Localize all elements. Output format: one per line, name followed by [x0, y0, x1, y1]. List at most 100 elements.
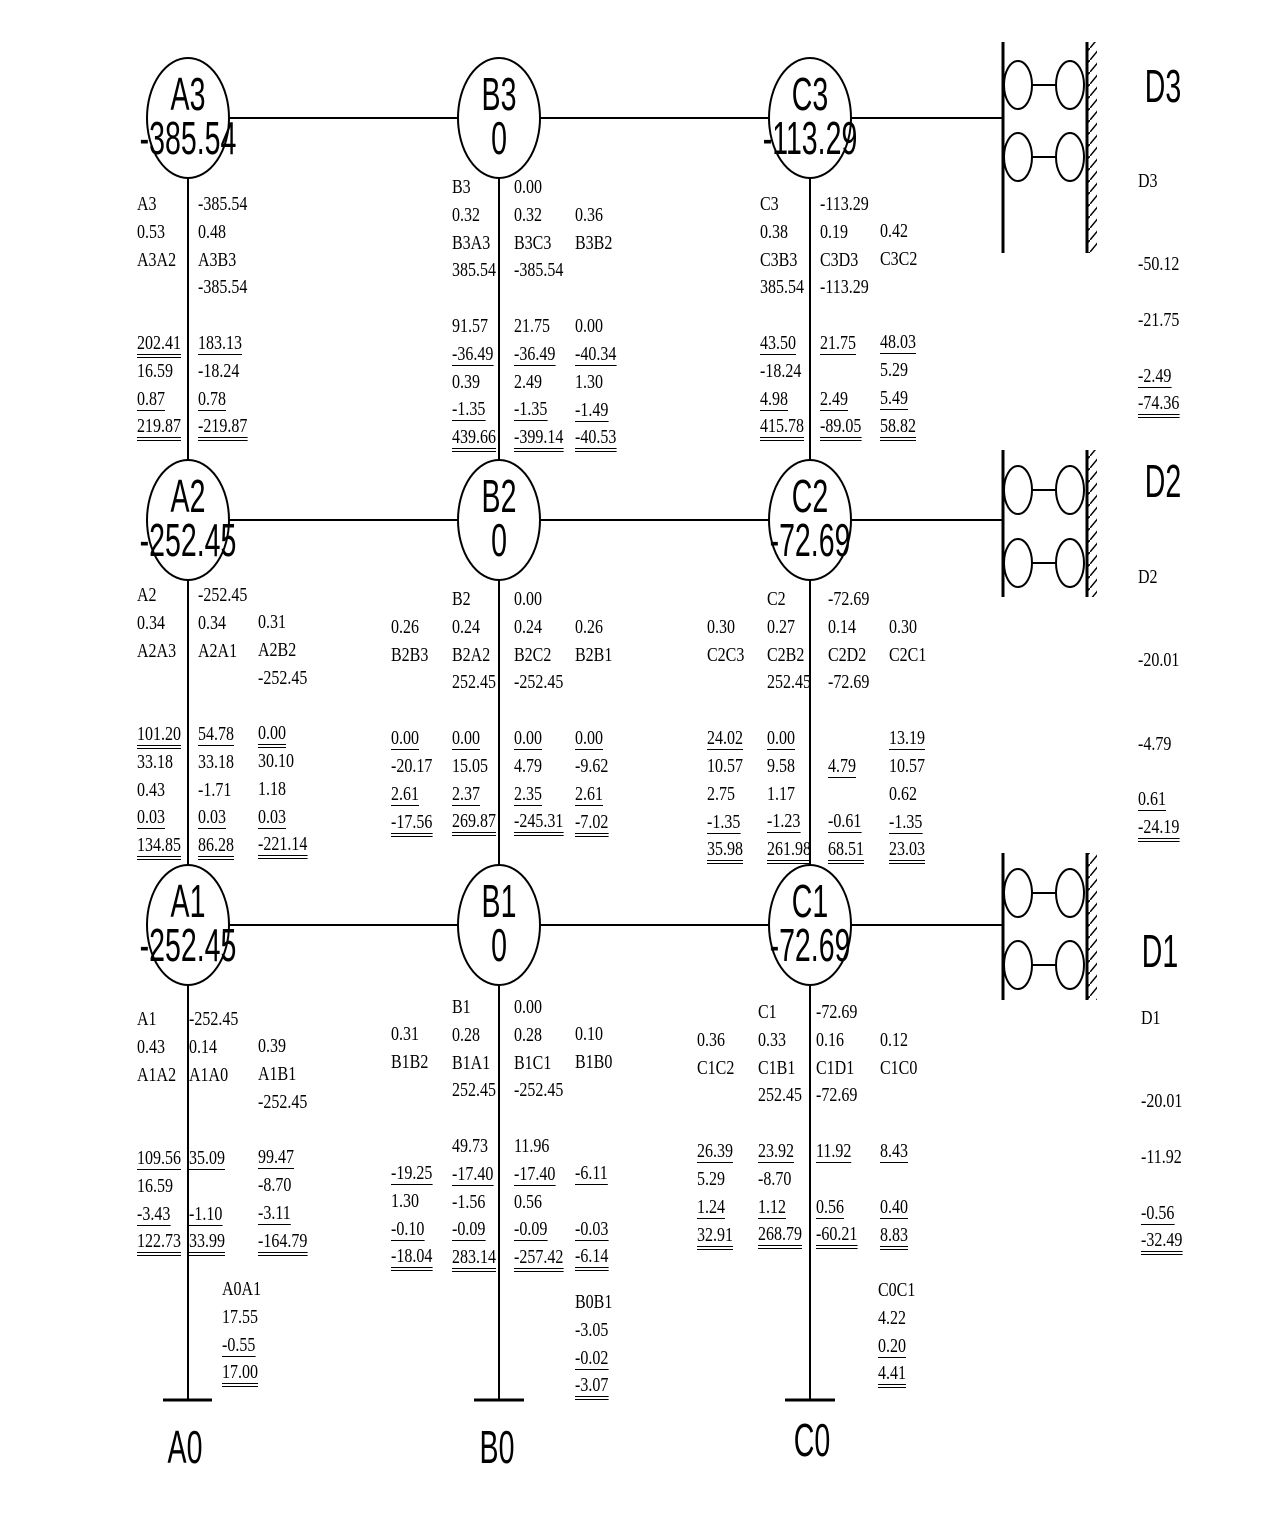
moment-value: -50.12: [1138, 253, 1180, 276]
moment-value: 2.37: [452, 782, 480, 806]
moment-value: -20.17: [391, 754, 433, 777]
joint-value: 0: [491, 515, 507, 567]
moment-value: 1.30: [575, 370, 603, 393]
moment-value: 21.75: [820, 331, 856, 355]
final-moment-value: -32.49: [1141, 1229, 1183, 1256]
moment-value: 5.49: [880, 386, 908, 410]
moment-column-d1-1: D1-20.01-11.92-0.56-32.49: [1141, 1005, 1183, 1256]
moment-value: C2C1: [889, 643, 927, 666]
final-moment-value: -24.19: [1138, 816, 1180, 843]
joint-node-c3: C3-113.29: [763, 57, 857, 179]
moment-value: 0.42: [880, 220, 908, 242]
final-moment-value: 17.00: [222, 1361, 258, 1388]
moment-value: C3: [760, 193, 779, 215]
moment-value: 4.98: [760, 387, 788, 411]
moment-value: D2: [1138, 566, 1158, 588]
moment-value: 0.61: [1138, 788, 1166, 812]
support-label-d1: D1: [1142, 926, 1178, 978]
moment-value: 0.26: [391, 616, 419, 638]
base-label-c0: C0: [794, 1415, 830, 1467]
joint-label: A3: [171, 69, 206, 121]
moment-value: 0.00: [514, 726, 542, 750]
moment-value: 0.34: [198, 611, 226, 634]
moment-value: -3.11: [258, 1201, 291, 1225]
moment-value: 0.32: [452, 203, 480, 226]
joint-value: -72.69: [770, 515, 851, 567]
joint-label: C3: [792, 69, 828, 121]
final-moment-value: 268.79: [758, 1223, 802, 1250]
moment-value: -0.56: [1141, 1201, 1175, 1225]
joint-circle: [146, 459, 230, 581]
moment-column-d3-1: D3-50.12-21.75-2.49-74.36: [1138, 168, 1180, 419]
moment-value: -6.11: [575, 1161, 608, 1185]
moment-value: A2B2: [258, 638, 297, 661]
joint-value: 0: [491, 113, 507, 165]
moment-value: -252.45: [514, 671, 564, 694]
moment-value: -72.69: [816, 1084, 858, 1107]
final-moment-value: -89.05: [820, 415, 862, 442]
moment-value: 0.00: [452, 726, 480, 750]
moment-value: A3A2: [137, 248, 177, 271]
moment-value: 8.43: [880, 1140, 908, 1164]
moment-value: 0.19: [820, 220, 848, 243]
moment-value: -1.10: [189, 1202, 223, 1226]
joint-circle: [146, 864, 230, 986]
moment-value: 13.19: [889, 727, 925, 751]
moment-value: 252.45: [758, 1084, 802, 1107]
moment-value: -1.49: [575, 398, 609, 422]
moment-value: C1C0: [880, 1056, 918, 1079]
moment-value: 21.75: [514, 314, 550, 337]
moment-value: 1.30: [391, 1189, 419, 1212]
joint-label: B2: [482, 471, 517, 523]
joint-circle: [457, 459, 541, 581]
moment-value: 24.02: [707, 727, 743, 751]
moment-value: 33.18: [137, 750, 173, 773]
moment-value: B3: [452, 176, 471, 198]
moment-value: -17.40: [452, 1162, 494, 1186]
moment-value: C1: [758, 1001, 777, 1023]
final-moment-value: -3.07: [575, 1374, 609, 1401]
moment-value: B1: [452, 996, 471, 1018]
moment-value: B1A1: [452, 1051, 491, 1074]
joint-label: A2: [171, 471, 206, 523]
moment-value: 0.43: [137, 778, 165, 801]
moment-value: -0.03: [575, 1217, 609, 1241]
moment-value: B2A2: [452, 643, 491, 666]
moment-value: B1C1: [514, 1051, 552, 1074]
moment-value: 16.59: [137, 1174, 173, 1197]
moment-value: C1B1: [758, 1056, 796, 1079]
moment-value: 2.49: [514, 370, 542, 393]
final-moment-value: 202.41: [137, 332, 181, 358]
final-moment-value: 439.66: [452, 426, 496, 453]
joint-node-b2: B20: [457, 459, 541, 581]
moment-value: 385.54: [760, 276, 804, 299]
moment-column-b0b1: B0B1-3.05-0.02-3.07: [575, 1289, 612, 1401]
moment-value: 0.03: [198, 806, 226, 830]
final-moment-value: 23.03: [889, 838, 925, 865]
final-moment-value: -18.04: [391, 1245, 433, 1272]
moment-value: 4.79: [828, 754, 856, 778]
joint-circle: [146, 57, 230, 179]
moment-value: 0.20: [878, 1334, 906, 1358]
moment-value: 0.14: [828, 615, 856, 638]
final-moment-value: 35.98: [707, 838, 743, 865]
moment-value: -252.45: [514, 1079, 564, 1102]
moment-value: B3B2: [575, 231, 613, 254]
final-moment-value: 134.85: [137, 834, 181, 861]
moment-value: 11.92: [816, 1139, 852, 1163]
moment-value: 1.12: [758, 1195, 786, 1219]
moment-value: 0.48: [198, 220, 226, 243]
moment-value: 0.31: [391, 1023, 419, 1045]
moment-value: -8.70: [258, 1173, 292, 1196]
moment-value: B2B1: [575, 643, 613, 666]
joint-label: C2: [792, 471, 828, 523]
moment-value: B1B0: [575, 1050, 613, 1073]
joint-node-a3: A3-385.54: [140, 57, 236, 179]
